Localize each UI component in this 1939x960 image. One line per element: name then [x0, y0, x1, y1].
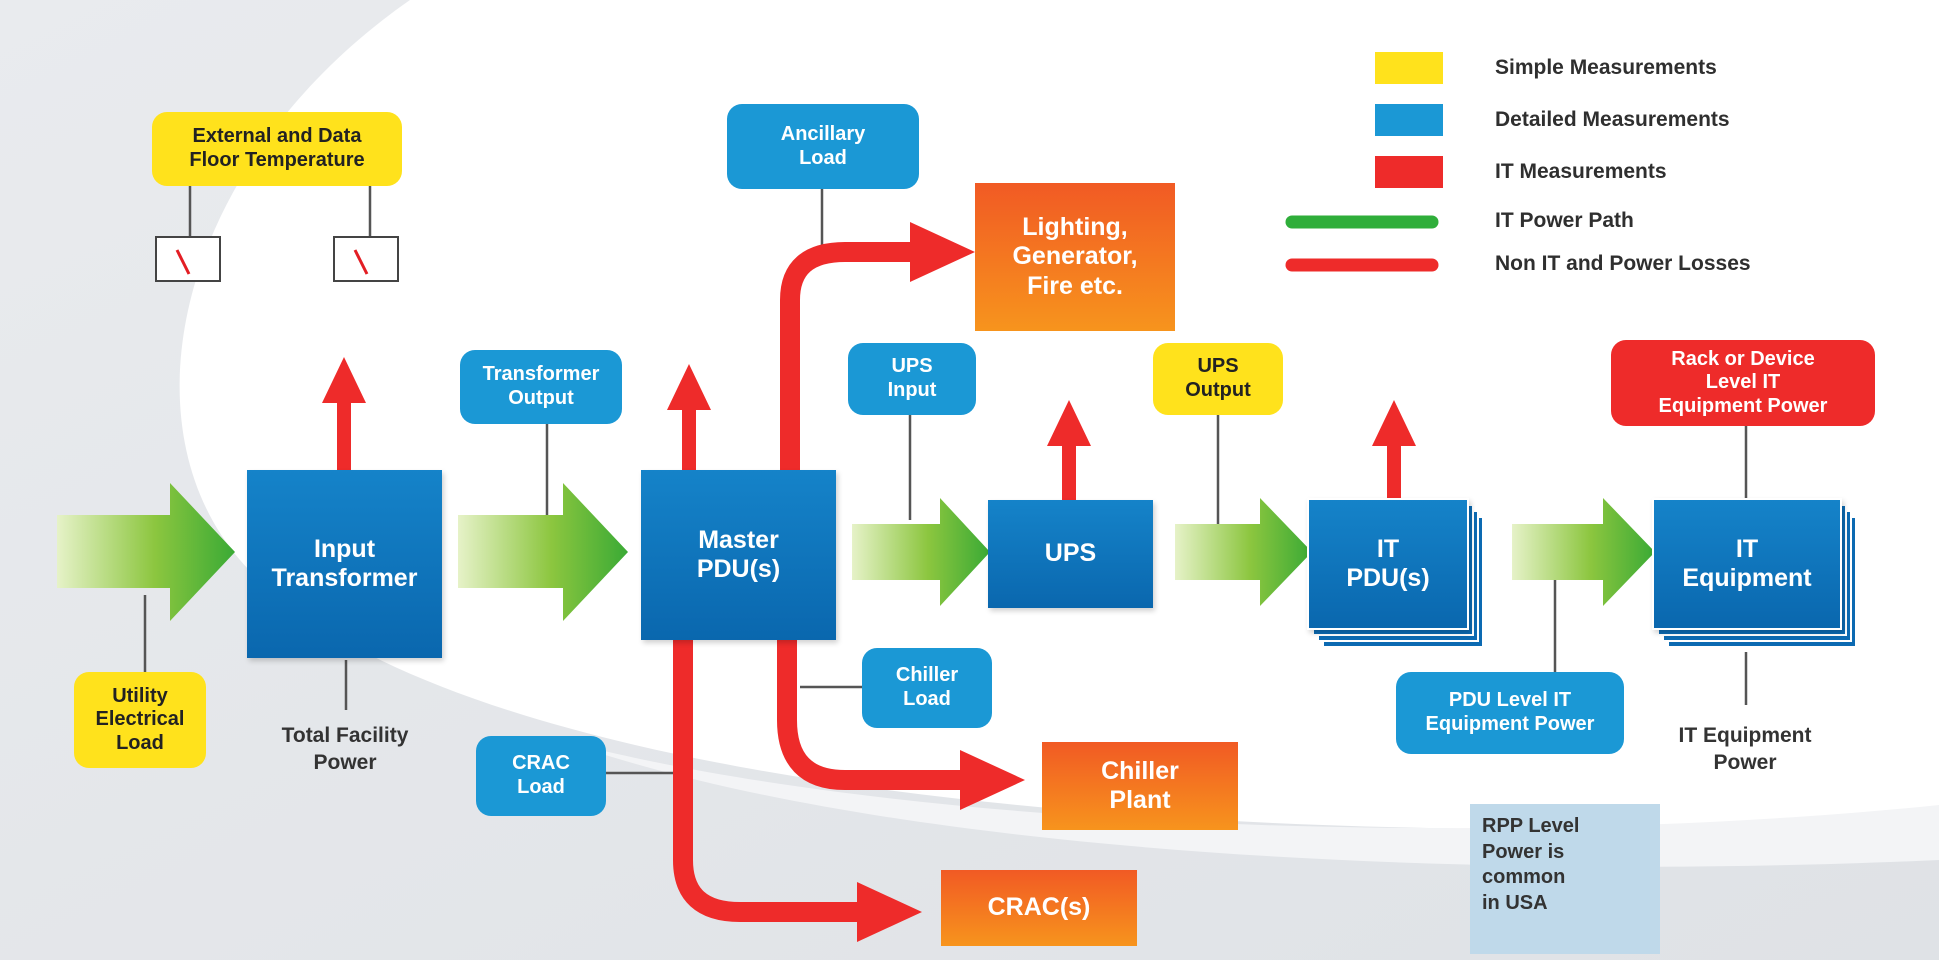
- chiller-load-box: Chiller Load: [862, 648, 992, 728]
- ups-block: UPS: [988, 500, 1153, 608]
- legend-swatch-simple: [1375, 52, 1443, 84]
- legend-it-power-path: IT Power Path: [1495, 209, 1634, 232]
- chiller-plant-block: Chiller Plant: [1042, 742, 1238, 830]
- legend-simple: Simple Measurements: [1495, 56, 1717, 79]
- crac-load-box: CRAC Load: [476, 736, 606, 816]
- it-equipment-block: IT Equipment: [1652, 498, 1842, 630]
- pdu-level-power-box: PDU Level IT Equipment Power: [1396, 672, 1624, 754]
- legend-non-it: Non IT and Power Losses: [1495, 252, 1751, 275]
- gauge-icon: [333, 236, 399, 282]
- crac-block: CRAC(s): [941, 870, 1137, 946]
- input-transformer-block: Input Transformer: [247, 470, 442, 658]
- rack-device-power-box: Rack or Device Level IT Equipment Power: [1611, 340, 1875, 426]
- master-pdu-block: Master PDU(s): [641, 470, 836, 640]
- legend-it: IT Measurements: [1495, 160, 1667, 183]
- it-pdu-block: IT PDU(s): [1307, 498, 1469, 630]
- legend-detailed: Detailed Measurements: [1495, 108, 1730, 131]
- legend-swatch-it: [1375, 156, 1443, 188]
- external-temperature-box: External and Data Floor Temperature: [152, 112, 402, 186]
- utility-load-box: Utility Electrical Load: [74, 672, 206, 768]
- it-equipment-power-label: IT Equipment Power: [1678, 724, 1812, 775]
- gauge-icon: [155, 236, 221, 282]
- rpp-note: RPP Level Power is common in USA: [1470, 804, 1660, 954]
- transformer-output-box: Transformer Output: [460, 350, 622, 424]
- ups-input-box: UPS Input: [848, 343, 976, 415]
- ancillary-load-box: Ancillary Load: [727, 104, 919, 189]
- total-facility-power-label: Total Facility Power: [281, 724, 409, 775]
- lighting-generator-fire-block: Lighting, Generator, Fire etc.: [975, 183, 1175, 331]
- legend-swatch-detailed: [1375, 104, 1443, 136]
- ups-output-box: UPS Output: [1153, 343, 1283, 415]
